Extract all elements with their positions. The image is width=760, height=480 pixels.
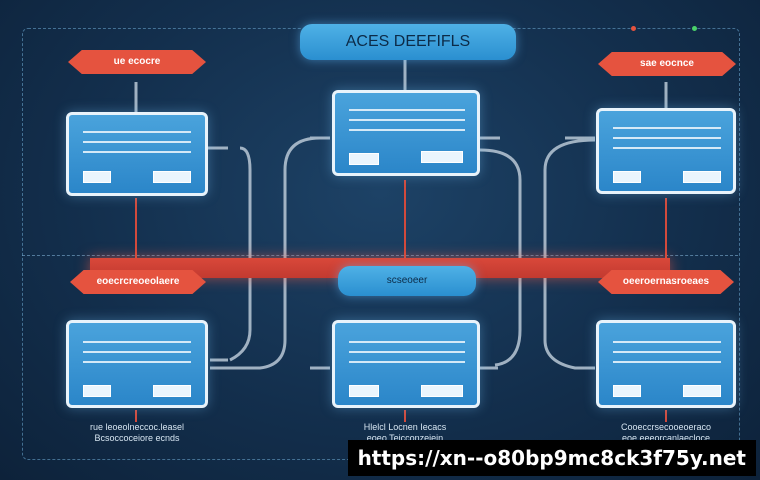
caption-center: Hlelcl Locnen Iecacs eoeo Teicconzeiein: [330, 422, 480, 444]
caption-center-line: eoeo Teicconzeiein: [366, 433, 444, 443]
status-dot-red: [631, 26, 636, 31]
divider-line: [22, 255, 738, 256]
card-field: [613, 385, 641, 397]
card-field: [683, 385, 721, 397]
title-text: ACES DEEFIFLS: [345, 33, 471, 50]
card-field: [153, 171, 191, 183]
card-field: [83, 385, 111, 397]
tag-top-left-label: ue ecocre: [113, 56, 161, 67]
card-field: [349, 153, 379, 165]
card-field: [683, 171, 721, 183]
caption-right-line: eoe eeeorcanlaecloce: [621, 433, 711, 443]
card-field: [153, 385, 191, 397]
tag-mid-right-label: oeeroernasroeaes: [622, 276, 710, 287]
caption-center-line: Hlelcl Locnen Iecacs: [363, 422, 447, 432]
tag-top-right-label: sae eocnce: [640, 58, 694, 69]
status-dot-green: [692, 26, 697, 31]
card-top-left: [66, 112, 208, 196]
tag-top-right: sae eocnce: [598, 52, 736, 76]
caption-left: rue leoeolneccoc.leasel Bcsoccoceiore ec…: [60, 422, 214, 444]
caption-right: Cooeccrsecooeoeraco eoe eeeorcanlaecloce: [596, 422, 736, 444]
tag-mid-center: scseoeer: [338, 266, 476, 296]
watermark-url-text: https://xn--o80bp9mc8ck3f75y.net: [357, 446, 746, 470]
caption-left-line: Bcsoccoceiore ecnds: [94, 433, 180, 443]
tag-mid-left: eoecrcreoeolaere: [70, 270, 206, 294]
card-top-right: [596, 108, 736, 194]
card-field: [421, 151, 463, 163]
card-field: [613, 171, 641, 183]
card-bottom-right: [596, 320, 736, 408]
caption-right-line: Cooeccrsecooeoeraco: [620, 422, 712, 432]
card-field: [421, 385, 463, 397]
card-field: [349, 385, 379, 397]
card-top-center: [332, 90, 480, 176]
watermark-url: https://xn--o80bp9mc8ck3f75y.net: [347, 440, 756, 476]
tag-top-left: ue ecocre: [68, 50, 206, 74]
card-bottom-left: [66, 320, 208, 408]
tag-mid-left-label: eoecrcreoeolaere: [96, 276, 180, 287]
card-field: [83, 171, 111, 183]
caption-left-line: rue leoeolneccoc.leasel: [89, 422, 185, 432]
tag-mid-right: oeeroernasroeaes: [598, 270, 734, 294]
card-bottom-center: [332, 320, 480, 408]
tag-mid-center-label: scseoeer: [386, 275, 428, 286]
title-pill: ACES DEEFIFLS: [300, 24, 516, 60]
